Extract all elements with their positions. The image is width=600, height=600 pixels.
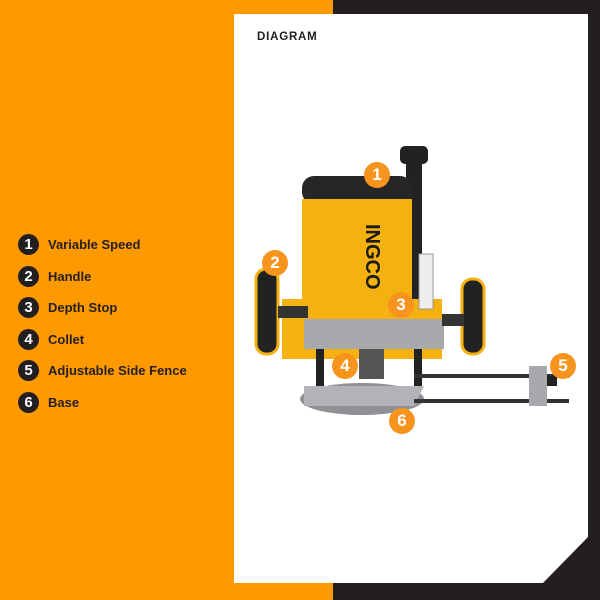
page-title: DIAGRAM xyxy=(257,31,318,43)
legend-label: Collet xyxy=(48,331,85,347)
legend-item: 2 Handle xyxy=(18,261,187,293)
legend-item: 3 Depth Stop xyxy=(18,292,187,324)
callout-6: 6 xyxy=(389,408,415,434)
number-badge: 3 xyxy=(18,297,39,319)
legend-label: Base xyxy=(48,394,80,410)
legend-item: 5 Adjustable Side Fence xyxy=(18,355,187,387)
number-badge: 5 xyxy=(18,360,39,382)
router-tool-image: INGCO xyxy=(254,146,569,415)
legend-item: 1 Variable Speed xyxy=(18,229,187,261)
callout-4: 4 xyxy=(332,353,358,379)
number-badge: 1 xyxy=(18,234,39,256)
brand-logo: INGCO xyxy=(361,224,383,290)
legend-label: Variable Speed xyxy=(48,237,141,253)
callout-5: 5 xyxy=(550,353,576,379)
callout-2: 2 xyxy=(262,250,288,276)
callout-3: 3 xyxy=(388,292,414,318)
number-badge: 2 xyxy=(18,265,39,287)
legend-list: 1 Variable Speed 2 Handle 3 Depth Stop 4… xyxy=(18,229,187,418)
number-badge: 6 xyxy=(18,391,39,413)
callout-1: 1 xyxy=(364,162,390,188)
legend-item: 6 Base xyxy=(18,387,187,419)
legend-label: Adjustable Side Fence xyxy=(48,363,187,379)
legend-label: Depth Stop xyxy=(48,300,118,316)
diagram-panel: DIAGRAM INGCO 1 2 3 4 5 6 xyxy=(234,14,588,583)
legend-item: 4 Collet xyxy=(18,324,187,356)
number-badge: 4 xyxy=(18,328,39,350)
orange-bottom-strip xyxy=(0,583,333,600)
legend-label: Handle xyxy=(48,268,92,284)
